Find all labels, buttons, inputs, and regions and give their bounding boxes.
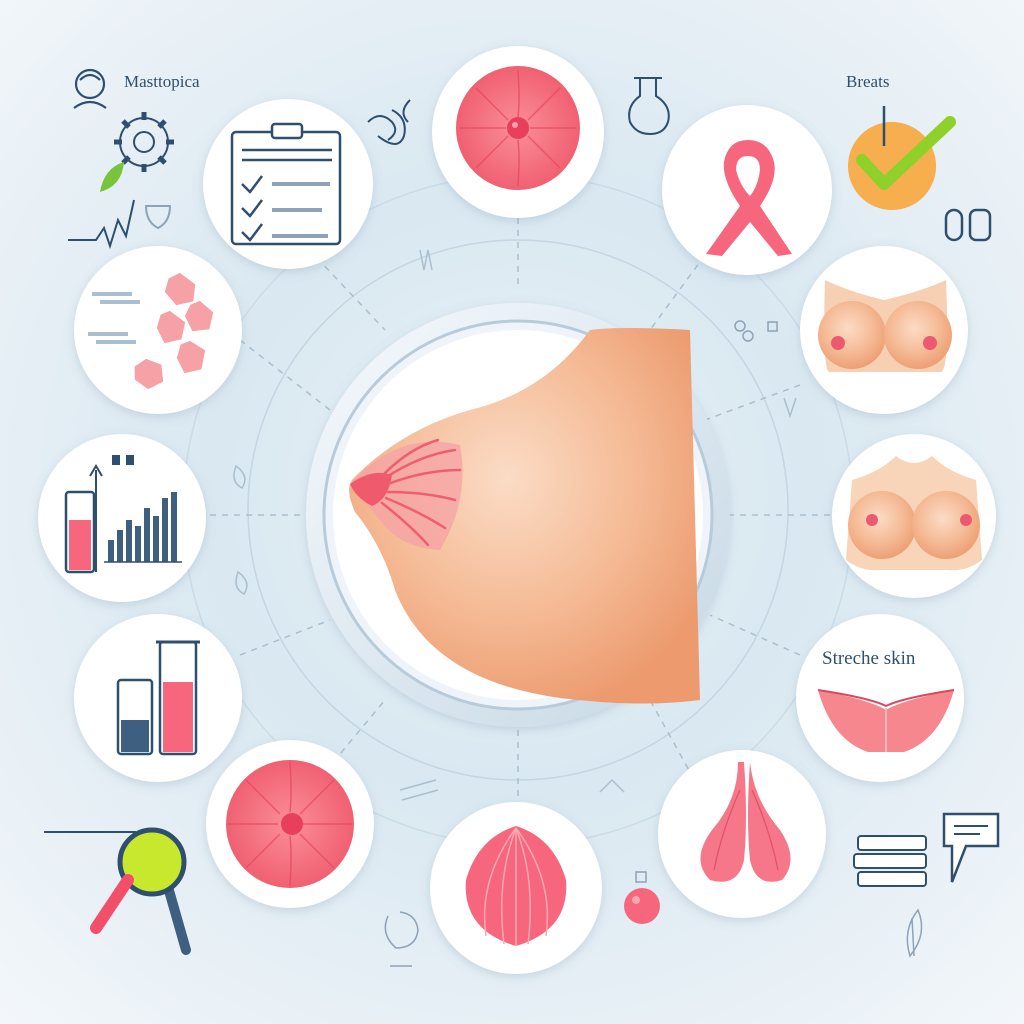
stretched-skin-icon — [817, 689, 955, 752]
node-areola-bottom[interactable] — [206, 740, 374, 908]
checkmark-icon — [848, 106, 956, 210]
gear-icon — [114, 112, 174, 172]
toggle-icon — [944, 208, 992, 242]
potion-icon — [624, 871, 660, 924]
node-lab-chart[interactable] — [38, 434, 206, 602]
connector-bottom-left — [309, 699, 386, 791]
node-glands[interactable] — [658, 750, 826, 918]
speech-bubble-icon — [942, 812, 1000, 883]
test-tubes-icon — [116, 640, 200, 756]
connector-top-left — [299, 239, 386, 331]
label-breats: Breats — [846, 72, 890, 91]
areola-texture-icon — [456, 66, 580, 190]
heartbeat-line-icon — [68, 199, 135, 250]
person-icon — [73, 68, 107, 109]
link-icon — [367, 99, 411, 145]
clipboard-checklist-icon — [230, 122, 342, 246]
pink-ribbon-icon — [706, 140, 792, 256]
head-outline-icon — [384, 911, 419, 967]
label-mastopica: Masttopica — [124, 72, 200, 91]
small-doodles — [233, 249, 797, 801]
node-stretched-tissue[interactable] — [796, 614, 964, 782]
mammary-glands-icon — [700, 762, 791, 882]
feather-icon — [906, 908, 923, 958]
breasts-front-icon — [818, 280, 952, 373]
connector-left-lower — [239, 619, 331, 656]
node-ribbon[interactable] — [662, 105, 832, 275]
node-areola-top[interactable] — [432, 46, 604, 218]
node-torso[interactable] — [832, 434, 996, 598]
node-checklist[interactable] — [203, 99, 373, 269]
magnifier-icon — [44, 827, 191, 955]
documents-icon — [853, 835, 927, 887]
label-streche-skin: Streche skin — [822, 648, 916, 669]
center-illustration — [306, 303, 730, 727]
lab-chart-icon — [64, 455, 182, 574]
tissue-cells-icon — [88, 271, 215, 391]
node-tissue-cells[interactable] — [74, 246, 242, 414]
node-breasts-front[interactable] — [800, 246, 968, 414]
breast-lobe-icon — [465, 826, 567, 946]
nipple-tissue — [350, 438, 463, 550]
torso-breasts-icon — [846, 456, 982, 571]
leaf-icon — [100, 162, 124, 192]
connector-right-lower — [709, 614, 801, 656]
shield-icon — [144, 205, 172, 230]
breast-profile-illustration — [349, 328, 700, 704]
areola-closeup-icon — [226, 760, 354, 888]
node-lobe[interactable] — [430, 802, 602, 974]
connector-top-right — [649, 254, 706, 331]
node-test-tubes[interactable] — [74, 614, 242, 782]
flask-icon — [628, 77, 670, 136]
connector-right-upper — [704, 384, 801, 421]
small-molecule-icon — [734, 320, 778, 342]
